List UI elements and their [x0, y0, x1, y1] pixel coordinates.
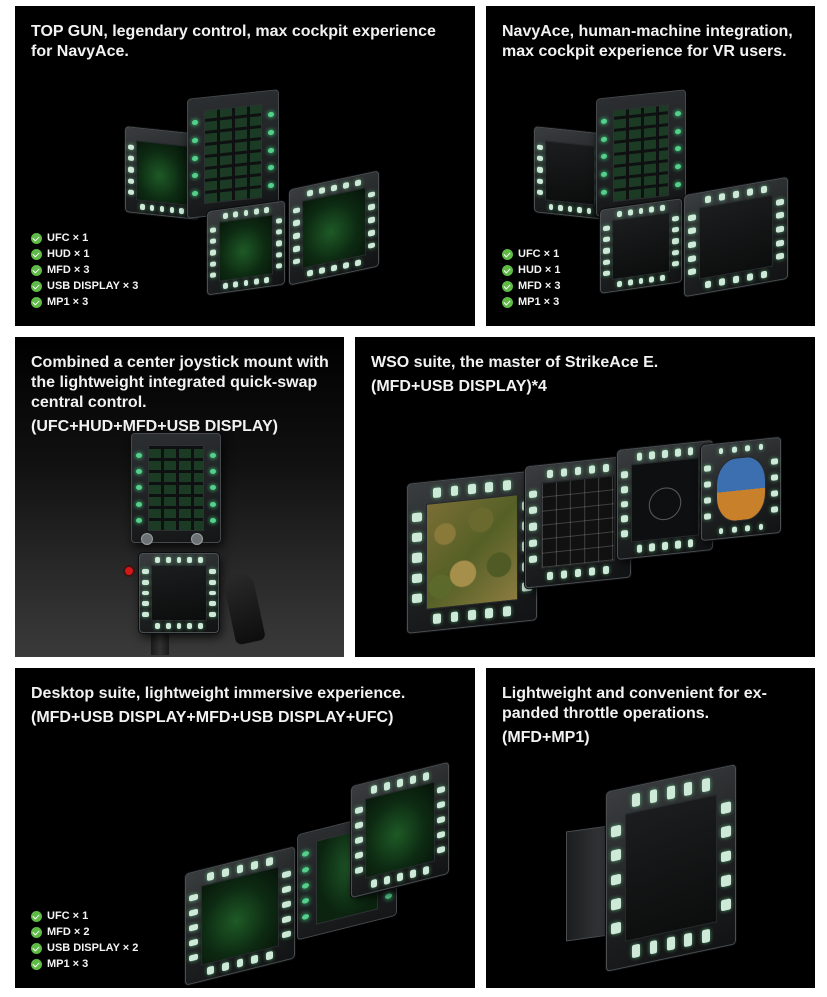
- product-card-throttle[interactable]: Lightweight and convenient for ex-panded…: [486, 668, 815, 988]
- card-title-line: (MFD+MP1): [502, 729, 590, 746]
- mfd-panel-left: [185, 846, 295, 986]
- product-render-image: [407, 436, 791, 641]
- feature-item: USB DISPLAY × 2: [31, 940, 138, 956]
- ufc-tower: [131, 433, 221, 543]
- feature-item: UFC × 1: [31, 908, 138, 924]
- feature-item: MP1 × 3: [502, 294, 561, 310]
- rotary-knob-icon: [141, 533, 153, 545]
- check-circle-icon: [31, 232, 42, 244]
- feature-item: MP1 × 3: [31, 956, 138, 972]
- card-title-line: (MFD+USB DISPLAY)*4: [371, 378, 547, 395]
- mfd-panel-center: [207, 200, 285, 296]
- feature-item: UFC × 1: [31, 230, 138, 246]
- mfd-panel-right: [289, 170, 379, 286]
- card-title-line: NavyAce, human-machine integration, max …: [502, 23, 793, 60]
- card-title: Combined a center joystick mount with th…: [31, 353, 330, 437]
- product-card-joystick-mount[interactable]: Combined a center joystick mount with th…: [15, 337, 344, 657]
- feature-item: MFD × 3: [31, 262, 138, 278]
- check-circle-icon: [31, 958, 42, 970]
- feature-item: MP1 × 3: [31, 294, 138, 310]
- card-title-line: Combined a center joystick mount with th…: [31, 354, 329, 411]
- feature-list: UFC × 1 HUD × 1 MFD × 3 MP1 × 3: [502, 246, 561, 310]
- feature-item: MFD × 2: [31, 924, 138, 940]
- mfd-panel-right: [351, 761, 449, 899]
- mfd-panel-main: [606, 764, 736, 972]
- card-title-line: Lightweight and convenient for ex-panded…: [502, 685, 767, 722]
- mfd-panel-4: [701, 436, 781, 542]
- mfd-panel-1: [407, 470, 537, 634]
- feature-item: MFD × 3: [502, 278, 561, 294]
- mfd-panel-center: [139, 553, 219, 633]
- feature-item: HUD × 1: [31, 246, 138, 262]
- check-circle-icon: [31, 296, 42, 308]
- feature-list: UFC × 1 MFD × 2 USB DISPLAY × 2 MP1 × 3: [31, 908, 138, 972]
- card-title: WSO suite, the master of StrikeAce E. (M…: [371, 353, 801, 397]
- card-title-line: WSO suite, the master of StrikeAce E.: [371, 354, 659, 371]
- product-render-image: [111, 433, 311, 655]
- product-render-image: [125, 89, 385, 304]
- check-circle-icon: [502, 296, 513, 308]
- mfd-panel-2: [525, 455, 631, 589]
- card-title-line: Desktop suite, lightweight immersive exp…: [31, 685, 406, 702]
- card-title: Lightweight and convenient for ex-panded…: [502, 684, 801, 748]
- product-card-desktop-suite[interactable]: Desktop suite, lightweight immersive exp…: [15, 668, 475, 988]
- feature-item: UFC × 1: [502, 246, 561, 262]
- ufc-tower: [596, 89, 686, 217]
- product-render-image: [534, 89, 796, 304]
- check-circle-icon: [31, 926, 42, 938]
- product-render-image: [566, 764, 746, 974]
- mfd-panel-right: [684, 176, 788, 298]
- card-title-line: (MFD+USB DISPLAY+MFD+USB DISPLAY+UFC): [31, 709, 394, 726]
- ufc-tower: [187, 89, 279, 219]
- check-circle-icon: [502, 264, 513, 276]
- product-card-wso-suite[interactable]: WSO suite, the master of StrikeAce E. (M…: [355, 337, 815, 657]
- product-render-image: [185, 761, 459, 986]
- check-circle-icon: [502, 280, 513, 292]
- card-title-line: TOP GUN, legendary control, max cockpit …: [31, 23, 436, 60]
- feature-item: HUD × 1: [502, 262, 561, 278]
- rotary-knob-icon: [191, 533, 203, 545]
- check-circle-icon: [31, 280, 42, 292]
- joystick-grip: [222, 570, 266, 646]
- product-card-top-gun[interactable]: TOP GUN, legendary control, max cockpit …: [15, 6, 475, 326]
- red-button-icon: [123, 565, 135, 577]
- card-title: TOP GUN, legendary control, max cockpit …: [31, 22, 461, 62]
- mfd-panel-3: [617, 439, 713, 561]
- mfd-panel-center: [600, 198, 682, 294]
- check-circle-icon: [31, 910, 42, 922]
- card-title: Desktop suite, lightweight immersive exp…: [31, 684, 461, 728]
- card-title: NavyAce, human-machine integration, max …: [502, 22, 801, 62]
- feature-item: USB DISPLAY × 3: [31, 278, 138, 294]
- feature-list: UFC × 1 HUD × 1 MFD × 3 USB DISPLAY × 3 …: [31, 230, 138, 310]
- check-circle-icon: [31, 264, 42, 276]
- card-title-line: (UFC+HUD+MFD+USB DISPLAY): [31, 418, 278, 435]
- check-circle-icon: [502, 248, 513, 260]
- product-card-navyace-vr[interactable]: NavyAce, human-machine integration, max …: [486, 6, 815, 326]
- check-circle-icon: [31, 942, 42, 954]
- check-circle-icon: [31, 248, 42, 260]
